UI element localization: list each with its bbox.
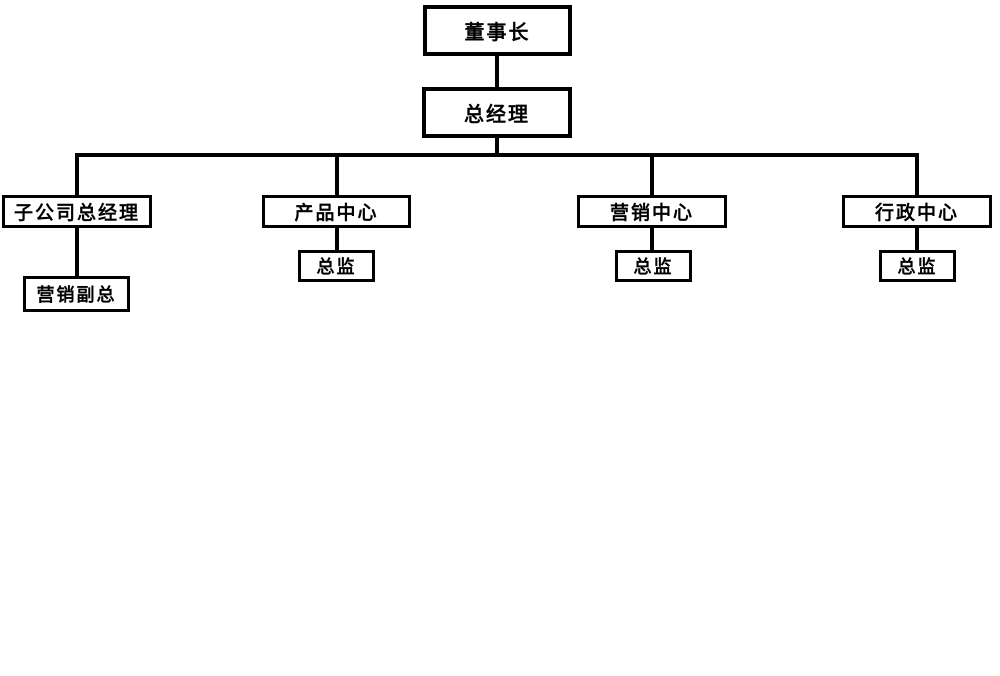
connector-horizontal-rail xyxy=(75,153,919,157)
connector-branch-1-to-child xyxy=(75,228,79,276)
node-product-director: 总监 xyxy=(298,250,375,282)
node-admin-center-label: 行政中心 xyxy=(874,203,959,224)
connector-rail-to-branch-4 xyxy=(915,153,919,197)
node-chairman-label: 董事长 xyxy=(464,22,531,44)
connector-branch-4-to-child xyxy=(915,228,919,252)
node-general-manager: 总经理 xyxy=(422,87,572,138)
node-marketing-center: 营销中心 xyxy=(577,195,727,228)
node-general-manager-label: 总经理 xyxy=(464,104,530,126)
node-subsidiary-general-manager-label: 子公司总经理 xyxy=(13,203,140,224)
connector-branch-3-to-child xyxy=(650,228,654,252)
connector-rail-to-branch-1 xyxy=(75,153,79,197)
node-marketing-vp: 营销副总 xyxy=(23,276,130,312)
connector-rail-to-branch-3 xyxy=(650,153,654,197)
node-admin-director-label: 总监 xyxy=(897,257,938,277)
connector-gm-to-rail xyxy=(495,138,499,157)
connector-branch-2-to-child xyxy=(335,228,339,252)
node-product-director-label: 总监 xyxy=(316,257,357,277)
connector-rail-to-branch-2 xyxy=(335,153,339,197)
node-subsidiary-general-manager: 子公司总经理 xyxy=(2,195,152,228)
node-marketing-center-label: 营销中心 xyxy=(609,203,694,224)
node-chairman: 董事长 xyxy=(423,5,572,56)
node-product-center: 产品中心 xyxy=(262,195,411,228)
node-marketing-vp-label: 营销副总 xyxy=(36,285,117,305)
node-marketing-director: 总监 xyxy=(615,250,692,282)
node-marketing-director-label: 总监 xyxy=(633,257,674,277)
node-product-center-label: 产品中心 xyxy=(294,203,379,224)
node-admin-director: 总监 xyxy=(879,250,956,282)
connector-chairman-to-gm xyxy=(495,56,499,87)
node-admin-center: 行政中心 xyxy=(842,195,992,228)
